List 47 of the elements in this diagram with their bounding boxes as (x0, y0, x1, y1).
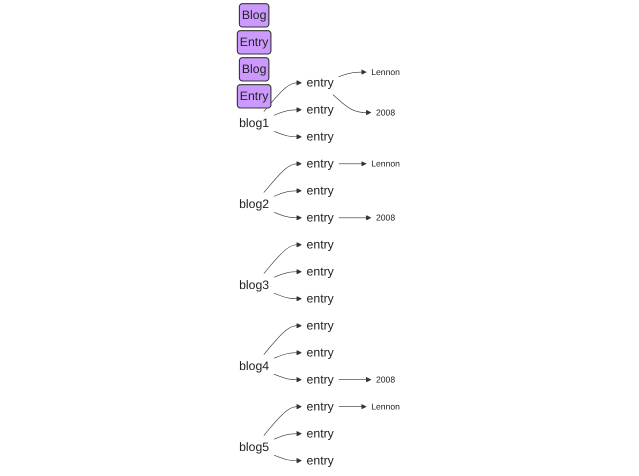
arrow (274, 350, 302, 359)
node-text: 2008 (376, 107, 396, 118)
arrow (338, 69, 367, 77)
arrow (274, 430, 302, 440)
arrow (264, 242, 302, 274)
node-text: entry (306, 400, 334, 414)
node-text: entry (306, 238, 334, 252)
arrow (274, 107, 302, 116)
arrow (274, 130, 302, 140)
arrow (274, 212, 302, 220)
node-text: entry (306, 318, 334, 332)
arrow (332, 94, 372, 116)
node-text: entry (306, 184, 334, 198)
arrow (274, 269, 302, 278)
arrow (274, 188, 302, 197)
arrow (274, 454, 302, 464)
node-text: blog2 (239, 198, 270, 212)
node-text: entry (306, 426, 334, 440)
node-text: entry (306, 454, 334, 468)
node-text: blog4 (239, 359, 270, 373)
node-text: entry (306, 211, 334, 225)
node-text: blog5 (239, 440, 270, 454)
arrow (264, 161, 302, 193)
arrow (274, 374, 302, 382)
node-text: Lennon (371, 158, 400, 168)
node-text: entry (306, 264, 334, 278)
node-text: blog1 (239, 116, 270, 130)
node-text: 2008 (376, 374, 396, 384)
node-text: entry (306, 103, 334, 117)
node-text: entry (306, 372, 334, 386)
arrow (274, 292, 302, 302)
node-text: 2008 (376, 212, 396, 222)
node-text: Lennon (371, 401, 400, 412)
arrow (264, 80, 302, 112)
node-text: entry (306, 292, 334, 306)
arrow (264, 404, 302, 436)
arrow (338, 377, 372, 382)
arrow (264, 323, 302, 355)
node-text: blog3 (239, 278, 270, 292)
arrow (338, 161, 367, 166)
node-text: entry (306, 157, 334, 171)
node-text: Lennon (371, 66, 400, 77)
arrow (338, 215, 372, 220)
node-text: entry (306, 130, 334, 144)
node-text: entry (306, 76, 334, 90)
node-text: entry (306, 346, 334, 360)
arrow (338, 404, 367, 410)
